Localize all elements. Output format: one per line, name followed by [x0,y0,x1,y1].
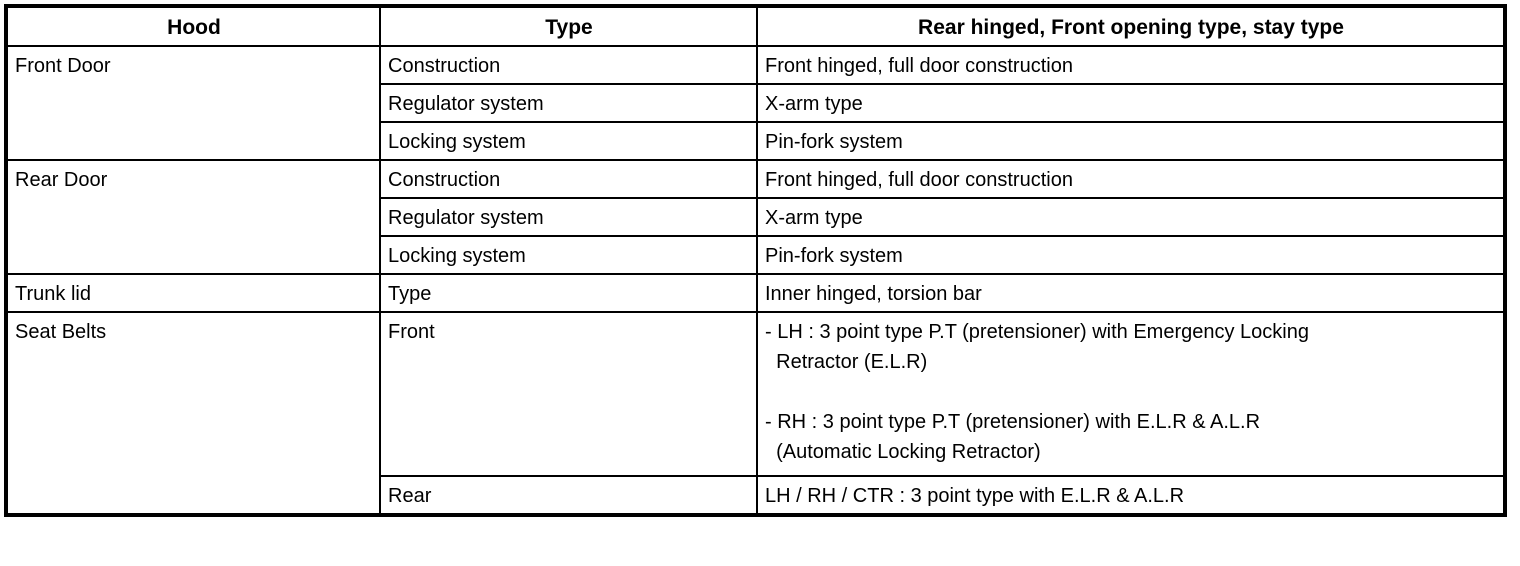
item-cell-rear-door: Rear Door [5,159,381,275]
item-cell-trunk-lid: Trunk lid [5,273,381,313]
value-cell-seat-belts-front: - LH : 3 point type P.T (pretensioner) w… [756,311,1506,477]
type-cell: Regulator system [379,197,758,237]
type-cell: Front [379,311,758,477]
row-seat-belts-front: Seat Belts Front - LH : 3 point type P.T… [5,311,1506,516]
item-cell-front-door: Front Door [5,45,381,161]
row-rear-door-regulator: Regulator system X-arm type [6,197,1506,237]
value-cell: Pin-fork system [756,235,1506,275]
header-item-cell: Hood [5,5,381,47]
type-cell: Locking system [379,121,758,161]
value-cell: LH / RH / CTR : 3 point type with E.L.R … [756,475,1506,516]
type-cell: Regulator system [379,83,758,123]
value-cell: Front hinged, full door construction [756,159,1506,199]
row-front-door-construction: Front Door Construction Front hinged, fu… [5,45,1506,161]
row-seat-belts-rear: Rear LH / RH / CTR : 3 point type with E… [6,475,1506,516]
row-trunk-lid: Trunk lid Type Inner hinged, torsion bar [5,273,1506,313]
value-cell: Front hinged, full door construction [756,45,1506,85]
row-front-door-regulator: Regulator system X-arm type [6,83,1506,123]
row-rear-door-locking: Locking system Pin-fork system [6,235,1506,275]
row-rear-door-construction: Rear Door Construction Front hinged, ful… [5,159,1506,275]
type-cell: Rear [379,475,758,516]
body-specifications-table: Hood Type Rear hinged, Front opening typ… [4,4,1507,517]
value-cell: Inner hinged, torsion bar [756,273,1506,313]
type-cell: Construction [379,159,758,199]
header-value-cell: Rear hinged, Front opening type, stay ty… [756,5,1506,47]
table-header-row: Hood Type Rear hinged, Front opening typ… [5,5,1506,47]
item-cell-seat-belts: Seat Belts [5,311,381,516]
type-cell: Construction [379,45,758,85]
value-cell: X-arm type [756,197,1506,237]
value-cell: Pin-fork system [756,121,1506,161]
value-cell: X-arm type [756,83,1506,123]
type-cell: Type [379,273,758,313]
header-type-cell: Type [379,5,758,47]
row-front-door-locking: Locking system Pin-fork system [6,121,1506,161]
type-cell: Locking system [379,235,758,275]
